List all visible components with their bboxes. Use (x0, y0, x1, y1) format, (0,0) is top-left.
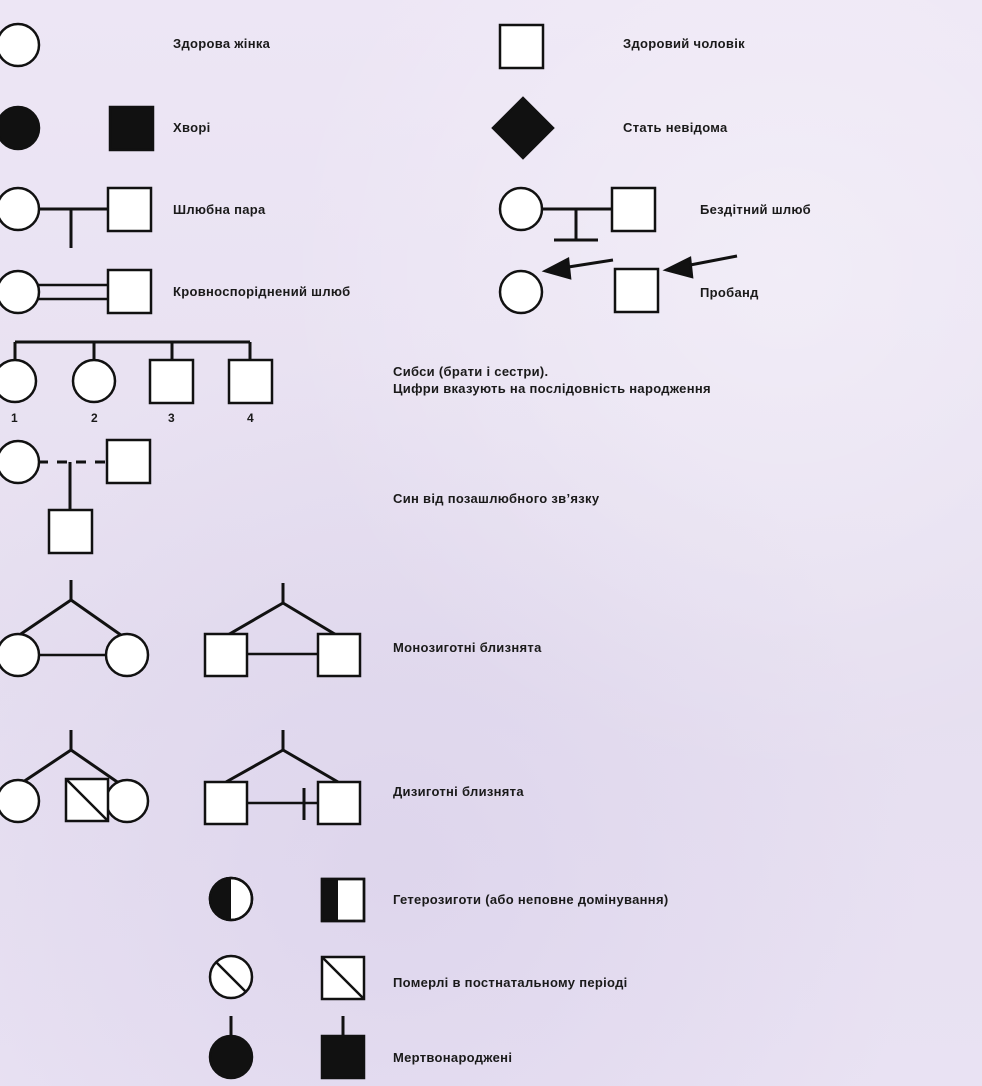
dizygotic-twins-male-symbol (203, 730, 362, 826)
childless-marriage-label: Бездітний шлюб (700, 202, 811, 217)
dizygotic-twins-female-symbol (0, 730, 150, 824)
monozygotic-twins-female-symbol (0, 580, 150, 678)
siblings-label-line1: Сибси (брати і сестри). (393, 364, 549, 379)
heterozygote-female-symbol (208, 876, 254, 922)
childless-marriage-symbol (498, 186, 657, 242)
illegitimate-son-symbol (0, 438, 152, 555)
dizygotic-twins-label: Дизиготні близнята (393, 784, 524, 799)
stillborn-male-symbol (320, 1016, 366, 1080)
married-couple-label: Шлюбна пара (173, 202, 266, 217)
healthy-man-square (498, 23, 545, 70)
stillborn-label: Мертвонароджені (393, 1050, 513, 1065)
postnatal-death-female-symbol (208, 954, 254, 1000)
sibling-number-1: 1 (11, 411, 18, 425)
monozygotic-twins-male-symbol (203, 583, 362, 678)
proband-label: Пробанд (700, 285, 759, 300)
married-couple-symbol (0, 186, 153, 248)
illegitimate-son-label: Син від позашлюбного зв’язку (393, 491, 600, 506)
sibling-number-3: 3 (168, 411, 175, 425)
affected-man-square (108, 105, 155, 152)
consanguineous-marriage-label: Кровноспоріднений шлюб (173, 284, 351, 299)
consanguineous-marriage-symbol (0, 268, 153, 315)
sibling-number-4: 4 (247, 411, 254, 425)
healthy-man-label: Здоровий чоловік (623, 36, 745, 51)
heterozygotes-label: Гетерозиготи (або неповне домінування) (393, 892, 669, 907)
affected-label: Хворі (173, 120, 211, 135)
affected-woman-circle (0, 105, 41, 151)
sex-unknown-diamond (491, 96, 555, 160)
stillborn-female-symbol (208, 1016, 254, 1080)
siblings-label-line2: Цифри вказують на послідовність народжен… (393, 381, 711, 396)
sibling-number-2: 2 (91, 411, 98, 425)
proband-symbol (498, 254, 738, 315)
sex-unknown-label: Стать невідома (623, 120, 728, 135)
healthy-woman-circle (0, 22, 41, 68)
heterozygote-male-symbol (320, 877, 366, 923)
siblings-symbol (0, 340, 274, 405)
monozygotic-twins-label: Монозиготні близнята (393, 640, 542, 655)
healthy-woman-label: Здорова жінка (173, 36, 271, 51)
proband-arrow-icon (541, 254, 738, 280)
postnatal-death-male-symbol (320, 955, 366, 1001)
postnatal-death-label: Померлі в постнатальному періоді (393, 975, 628, 990)
